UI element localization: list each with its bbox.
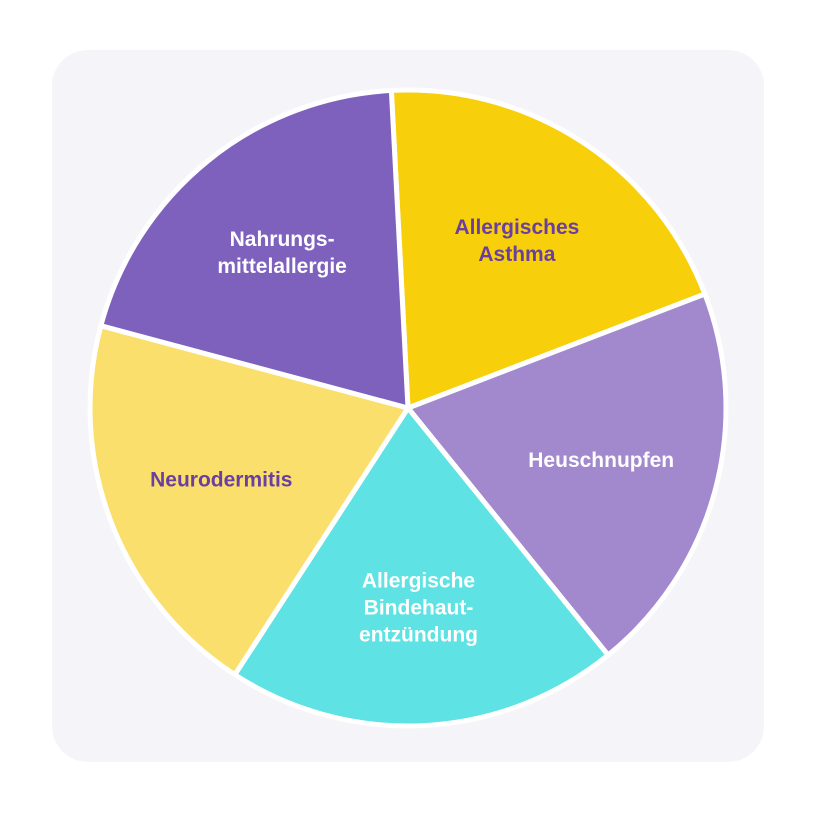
pie-slice-heuschnupfen xyxy=(405,291,729,658)
slice-label-line: Neurodermitis xyxy=(150,469,292,492)
pie-slice-allergische-bindehaut-entzündung xyxy=(232,405,611,729)
pie-slice-neurodermitis xyxy=(87,323,411,678)
slice-label-line: mittelallergie xyxy=(217,255,347,278)
slice-label-line: Allergische xyxy=(362,570,475,593)
slice-label-line: Nahrungs- xyxy=(230,228,335,251)
slice-label-nahrungs-mittelallergie: Nahrungs-mittelallergie xyxy=(217,228,347,278)
slice-label-line: Heuschnupfen xyxy=(528,449,674,472)
slice-label-neurodermitis: Neurodermitis xyxy=(150,469,292,492)
slice-label-line: entzündung xyxy=(359,624,478,647)
slice-label-line: Asthma xyxy=(478,243,555,266)
slice-label-line: Bindehaut- xyxy=(364,597,474,620)
pie-slice-allergisches-asthma xyxy=(388,87,708,411)
slice-label-heuschnupfen: Heuschnupfen xyxy=(528,449,674,472)
slice-label-line: Allergisches xyxy=(454,216,579,239)
pie-slice-nahrungs-mittelallergie xyxy=(98,87,411,411)
